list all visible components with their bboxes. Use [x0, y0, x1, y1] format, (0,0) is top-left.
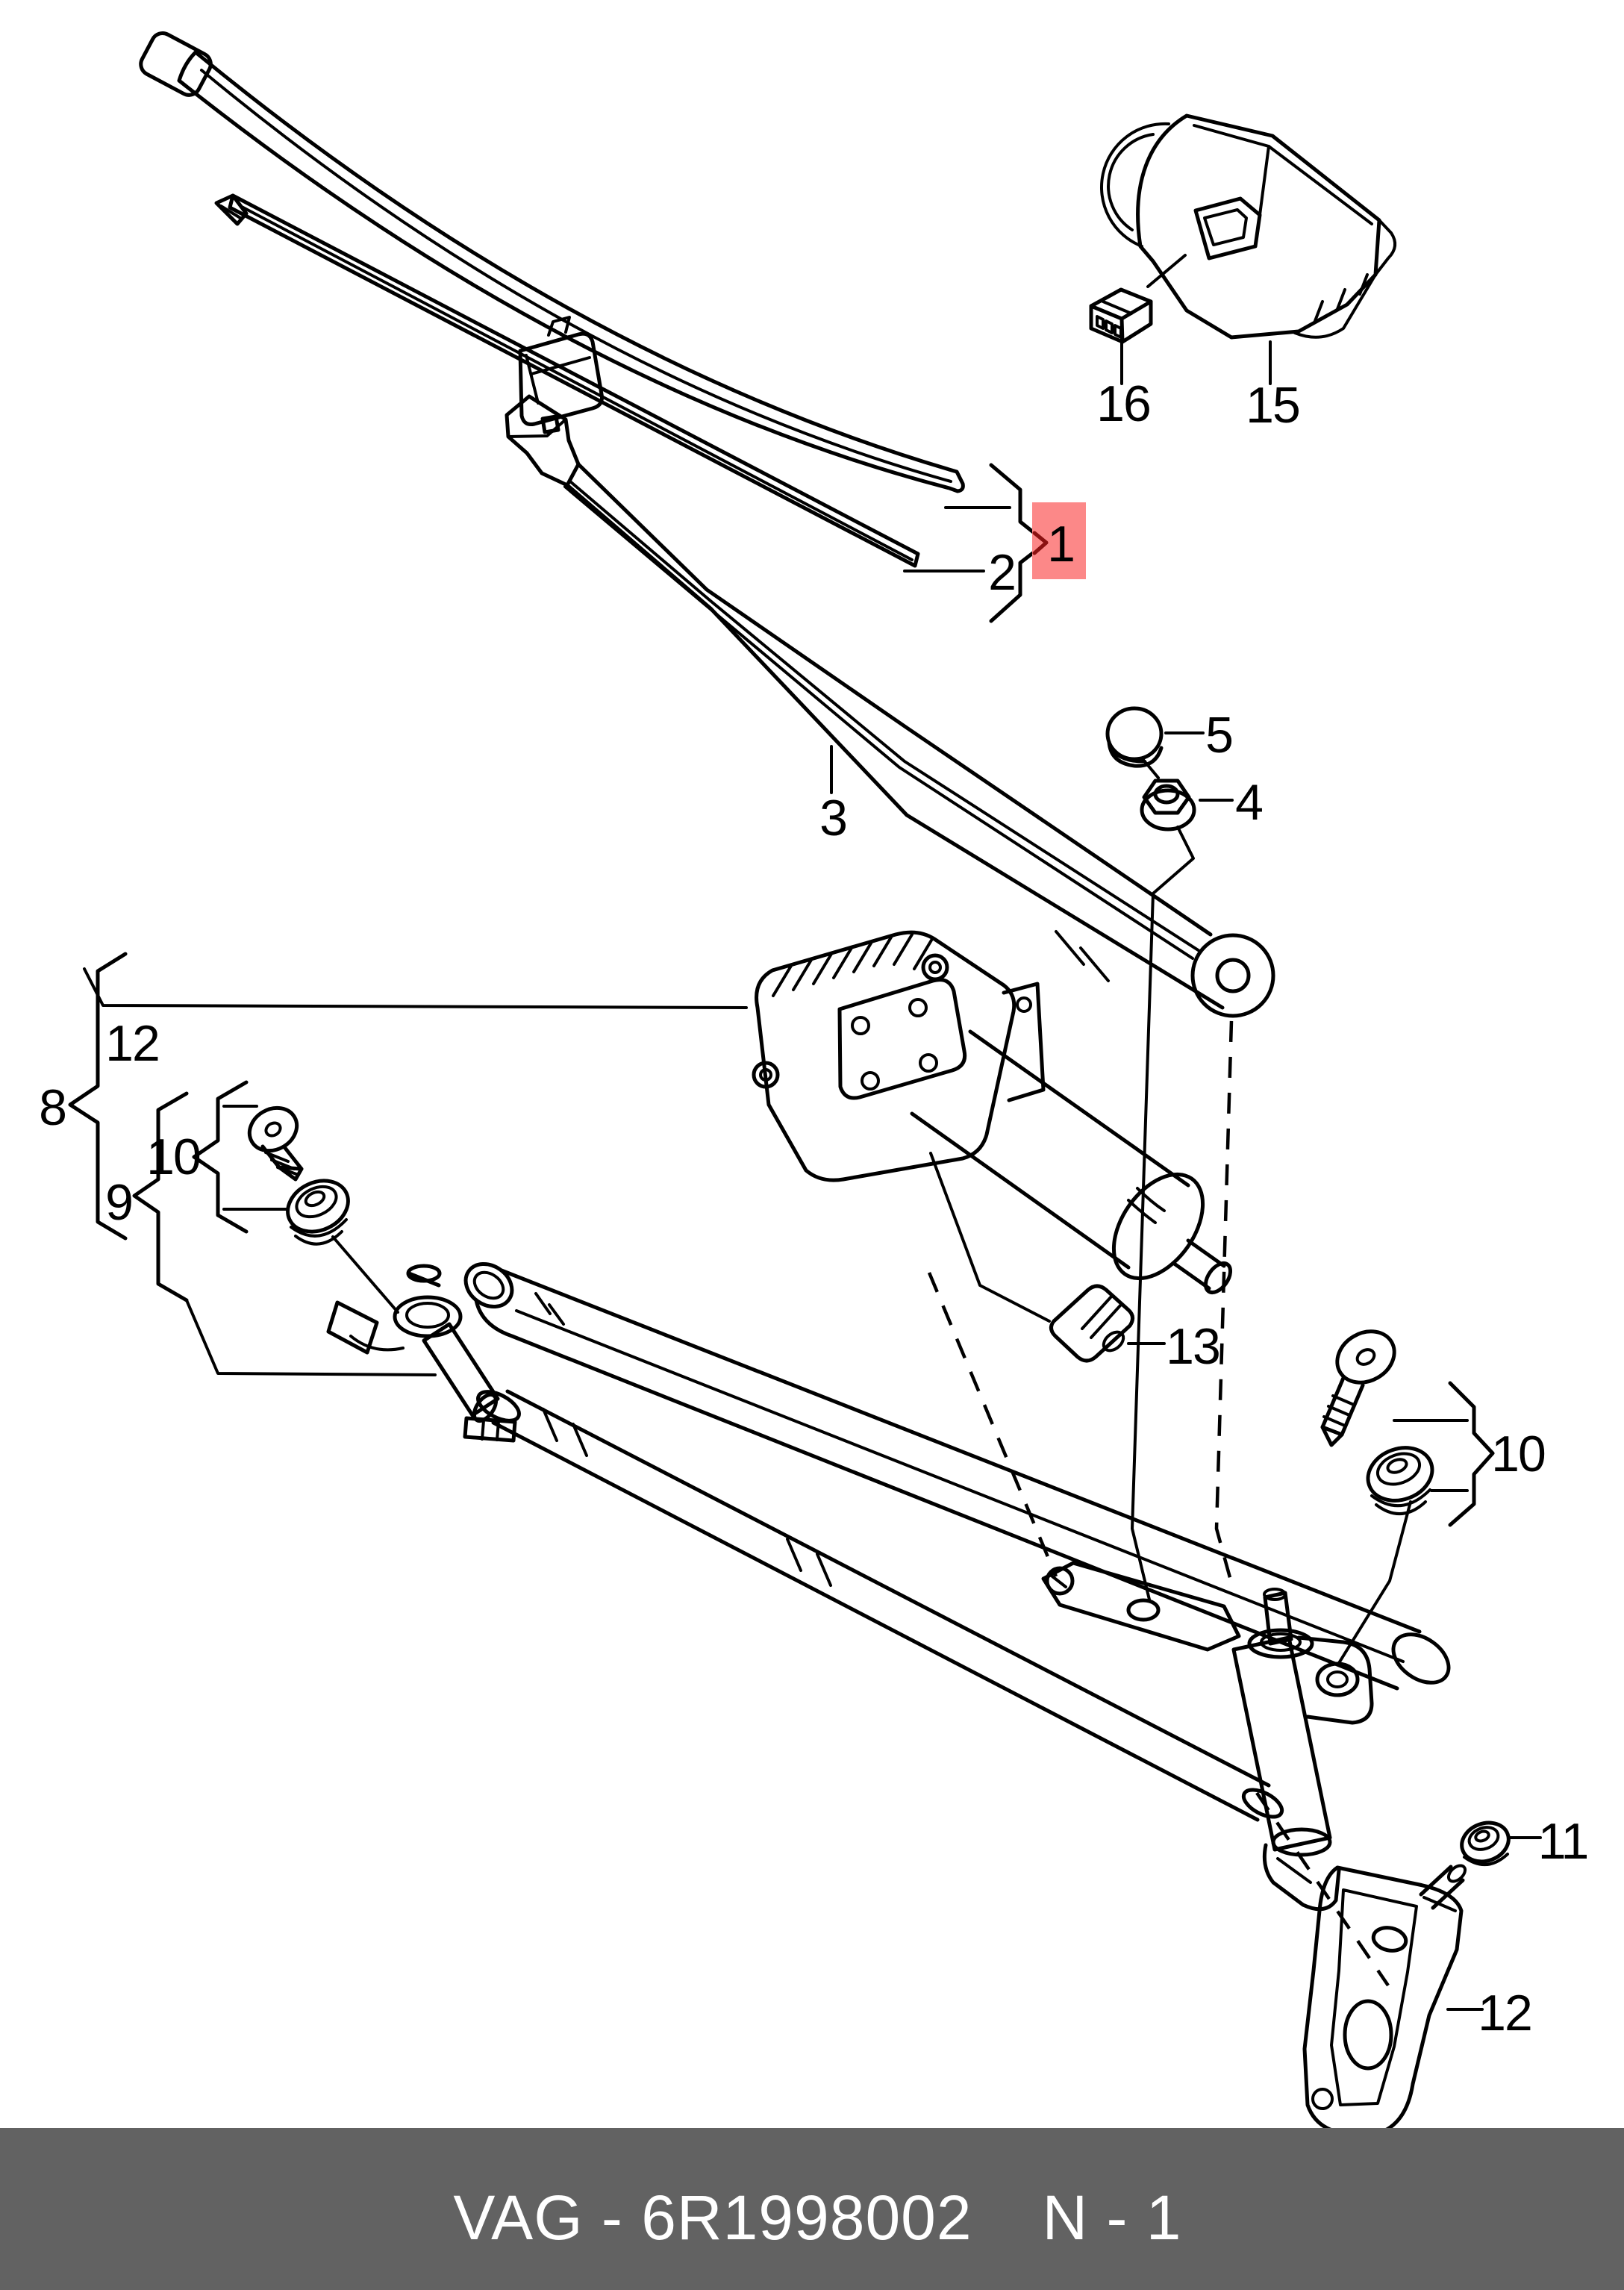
linkage-frame-drawing — [463, 1262, 1451, 1691]
callout-10-left: 10 — [146, 1129, 200, 1185]
control-module-drawing — [1100, 113, 1397, 340]
callout-10-right: 10 — [1491, 1426, 1545, 1482]
callout-16: 16 — [1096, 375, 1150, 432]
left-pivot-drawing — [326, 1264, 517, 1443]
callout-9: 9 — [105, 1174, 132, 1231]
wiper-arm-drawing — [505, 394, 1275, 1018]
wiper-refill-drawing — [214, 193, 920, 568]
callout-11: 11 — [1538, 1813, 1588, 1870]
bracket-part-10-left — [192, 1080, 249, 1234]
hex-nut-drawing — [1140, 758, 1196, 832]
callout-12-right: 12 — [1478, 1985, 1531, 2041]
leader-lines — [83, 254, 1542, 2011]
callout-3: 3 — [819, 790, 846, 846]
footer-catalog-code: VAG - 6R1998002 — [453, 2183, 972, 2253]
bracket-part-9 — [132, 1091, 189, 1302]
cover-cap-drawing — [1105, 706, 1164, 768]
rubber-mounting-drawing — [1049, 1284, 1134, 1363]
highlight-chevron — [1032, 531, 1049, 555]
callout-1: 1 — [1047, 516, 1074, 572]
footer-background — [0, 2128, 1624, 2290]
callout-5: 5 — [1205, 707, 1232, 764]
linkage-rod-drawing — [476, 1389, 1284, 1822]
callout-13: 13 — [1166, 1318, 1219, 1375]
callout-15: 15 — [1246, 377, 1299, 434]
footer-page-ref: N - 1 — [1042, 2183, 1181, 2253]
callout-12-left: 12 — [105, 1015, 159, 1072]
footer-bar: VAG - 6R1998002 N - 1 — [0, 2128, 1624, 2290]
bracket-part-8 — [68, 952, 128, 1241]
screw-grommet-right-drawing — [1320, 1329, 1434, 1516]
screw-grommet-left-drawing — [247, 1105, 350, 1246]
callout-4: 4 — [1235, 774, 1262, 831]
wiper-motor-drawing — [752, 930, 1233, 1295]
bracket-part-10-right — [1448, 1381, 1495, 1527]
callout-2: 2 — [988, 544, 1015, 601]
right-pivot-drawing — [1041, 1561, 1374, 1912]
callout-8: 8 — [39, 1079, 66, 1136]
